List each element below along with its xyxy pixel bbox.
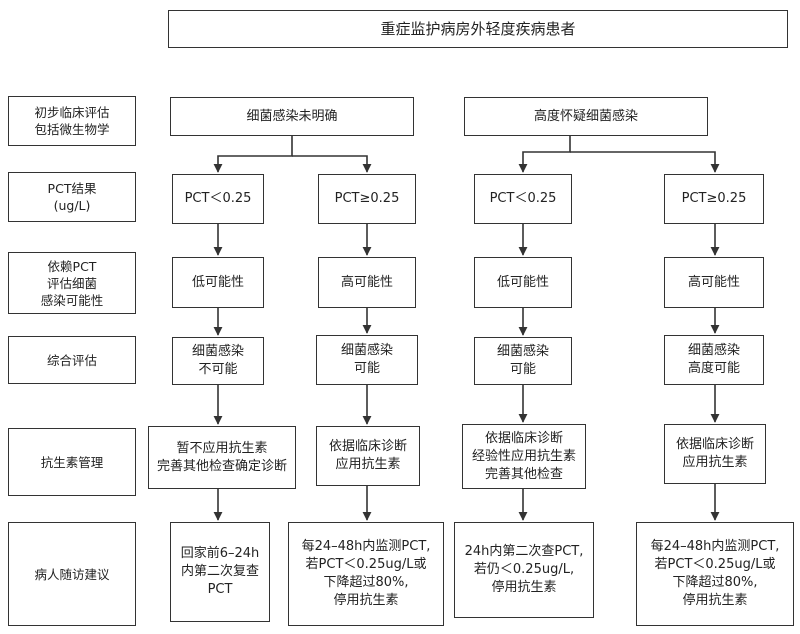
c4-pct: PCT≥0.25 [664,174,764,224]
c3-prob: 低可能性 [474,257,572,308]
c2-follow: 每24–48h内监测PCT, 若PCT＜0.25ug/L或 下降超过80%, 停… [288,522,444,626]
branch-unclear: 细菌感染未明确 [170,97,414,136]
c1-abx: 暂不应用抗生素 完善其他检查确定诊断 [148,426,296,489]
title-box: 重症监护病房外轻度疾病患者 [168,10,788,48]
c2-abx: 依据临床诊断 应用抗生素 [316,426,420,486]
c1-follow: 回家前6–24h 内第二次复查 PCT [170,522,270,622]
branch-suspect: 高度怀疑细菌感染 [464,97,708,136]
row-label-pct: PCT结果 (ug/L) [8,172,136,222]
c3-follow: 24h内第二次查PCT, 若仍＜0.25ug/L, 停用抗生素 [454,522,594,618]
c1-pct: PCT＜0.25 [172,174,264,224]
c3-pct: PCT＜0.25 [474,174,572,224]
row-label-abx: 抗生素管理 [8,428,136,496]
c1-prob: 低可能性 [172,257,264,308]
c2-eval: 细菌感染 可能 [316,335,418,385]
connector-suspect-trunk [518,136,571,173]
c3-abx: 依据临床诊断 经验性应用抗生素 完善其他检查 [462,424,586,489]
c4-follow: 每24–48h内监测PCT, 若PCT＜0.25ug/L或 下降超过80%, 停… [636,522,794,626]
c4-abx: 依据临床诊断 应用抗生素 [664,424,766,484]
c2-pct: PCT≥0.25 [318,174,416,224]
c2-prob: 高可能性 [318,257,416,308]
c3-eval: 细菌感染 可能 [474,337,572,385]
connector-unclear-right [292,155,372,173]
connector-unclear-trunk [213,136,293,173]
row-label-prob: 依赖PCT 评估细菌 感染可能性 [8,252,136,314]
connector-suspect-right [570,151,720,173]
row-label-follow: 病人随访建议 [8,522,136,626]
row-label-assess: 初步临床评估 包括微生物学 [8,96,136,146]
row-label-eval: 综合评估 [8,336,136,384]
c4-prob: 高可能性 [664,257,764,308]
c4-eval: 细菌感染 高度可能 [664,335,764,385]
c1-eval: 细菌感染 不可能 [172,337,264,385]
